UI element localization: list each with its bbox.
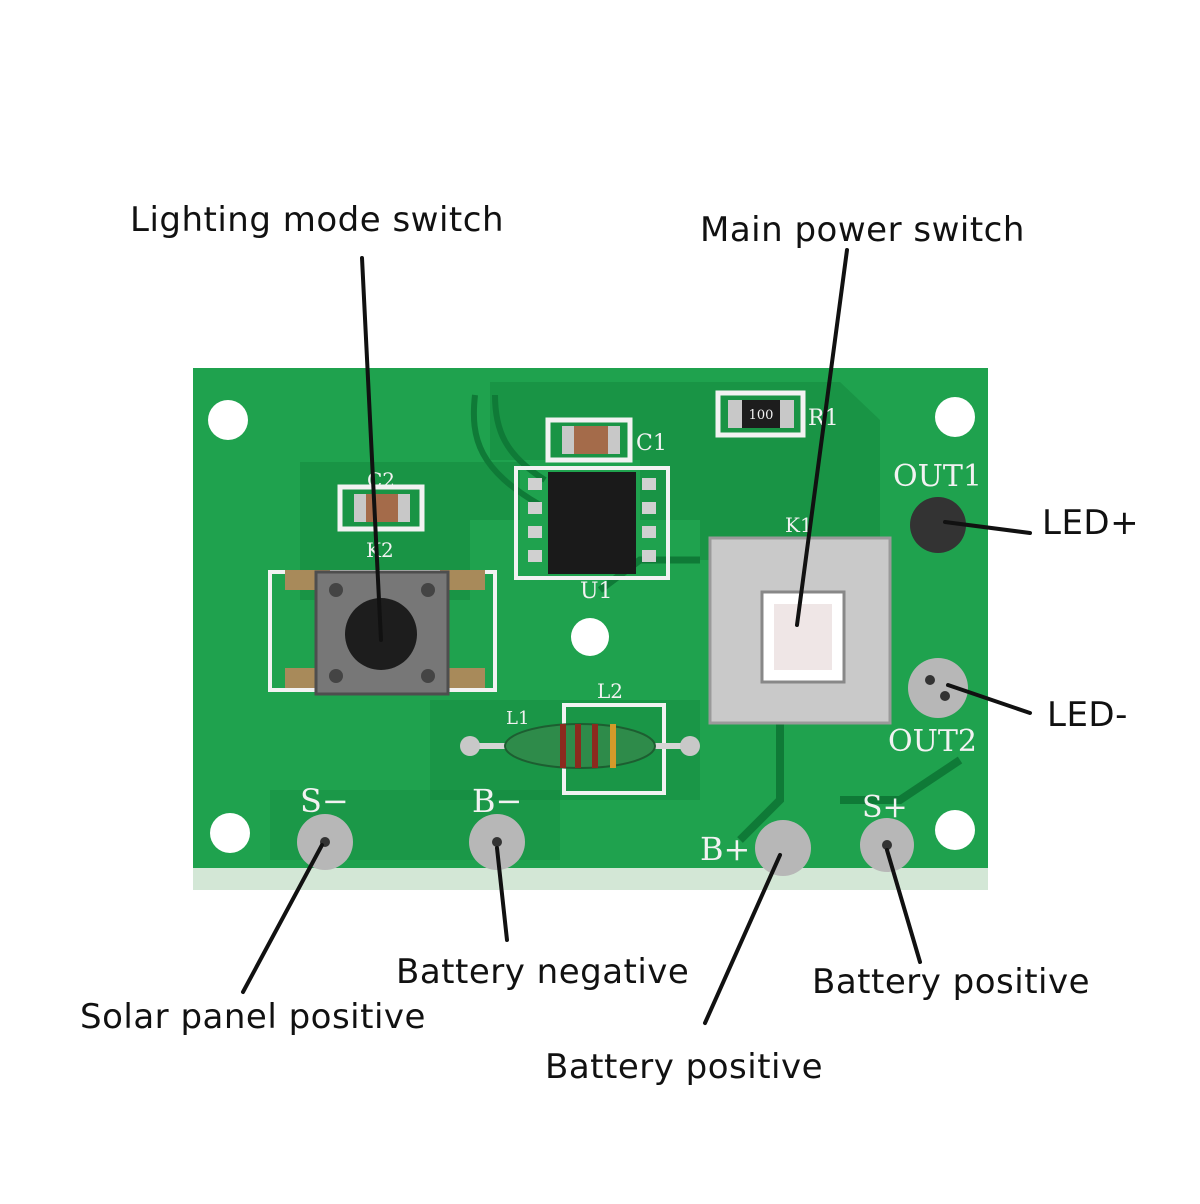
label-lighting-mode-switch: Lighting mode switch (130, 200, 505, 240)
resistor-code-label: 100 (749, 408, 774, 423)
leader-led-plus (943, 520, 1032, 535)
mounting-hole (208, 400, 248, 440)
leader-battery-negative (495, 846, 509, 942)
out1-label: OUT1 (893, 459, 982, 494)
mounting-hole (210, 813, 250, 853)
leader-battery-positive-right (885, 848, 922, 964)
trace-line (492, 394, 547, 483)
main-switch-k1: K1 (708, 513, 892, 725)
label-battery-positive-right: Battery positive (812, 962, 1091, 1002)
trace-line (470, 394, 542, 508)
led-minus-pad (908, 658, 968, 718)
battery-positive-pad (755, 820, 811, 876)
label-led-plus: LED+ (1042, 503, 1140, 543)
b-plus-label: B+ (700, 830, 750, 868)
inductor-l1-l2: L2 L1 (460, 679, 700, 795)
leader-lighting-mode (360, 256, 383, 642)
tactile-switch-k2: K2 (268, 538, 497, 696)
label-main-power-switch: Main power switch (700, 210, 1025, 250)
trace-line (840, 756, 963, 804)
label-battery-negative: Battery negative (396, 952, 690, 992)
chip-u1: U1 (514, 466, 670, 604)
label-battery-positive-left: Battery positive (545, 1047, 824, 1087)
mounting-hole (935, 810, 975, 850)
output-pads: OUT1 OUT2 (888, 459, 982, 759)
capacitor-c1: C1 (545, 417, 667, 463)
s-minus-label: S− (300, 782, 349, 820)
mounting-hole (571, 618, 609, 656)
mounting-hole (935, 397, 975, 437)
leader-led-minus (946, 683, 1032, 715)
capacitor-c2: C2 (337, 468, 425, 532)
resistor-r1: 100 R1 (715, 390, 839, 438)
out2-label: OUT2 (888, 724, 977, 759)
label-led-minus: LED- (1047, 695, 1128, 735)
l1-label: L1 (506, 708, 529, 729)
terminal-pads: S− B− B+ S+ (297, 782, 914, 876)
leader-battery-positive-left (703, 853, 782, 1025)
k2-label: K2 (366, 538, 394, 562)
board-edge (193, 868, 988, 890)
leader-solar-panel-positive (241, 843, 324, 994)
trace-line (737, 720, 784, 843)
l2-label: L2 (597, 679, 623, 703)
u1-label: U1 (580, 579, 613, 604)
led-plus-pad (910, 497, 966, 553)
b-minus-label: B− (472, 782, 522, 820)
c1-label: C1 (636, 431, 667, 456)
leader-lines (241, 248, 1032, 1025)
leader-main-power (795, 248, 849, 627)
label-solar-panel-positive: Solar panel positive (80, 997, 426, 1037)
